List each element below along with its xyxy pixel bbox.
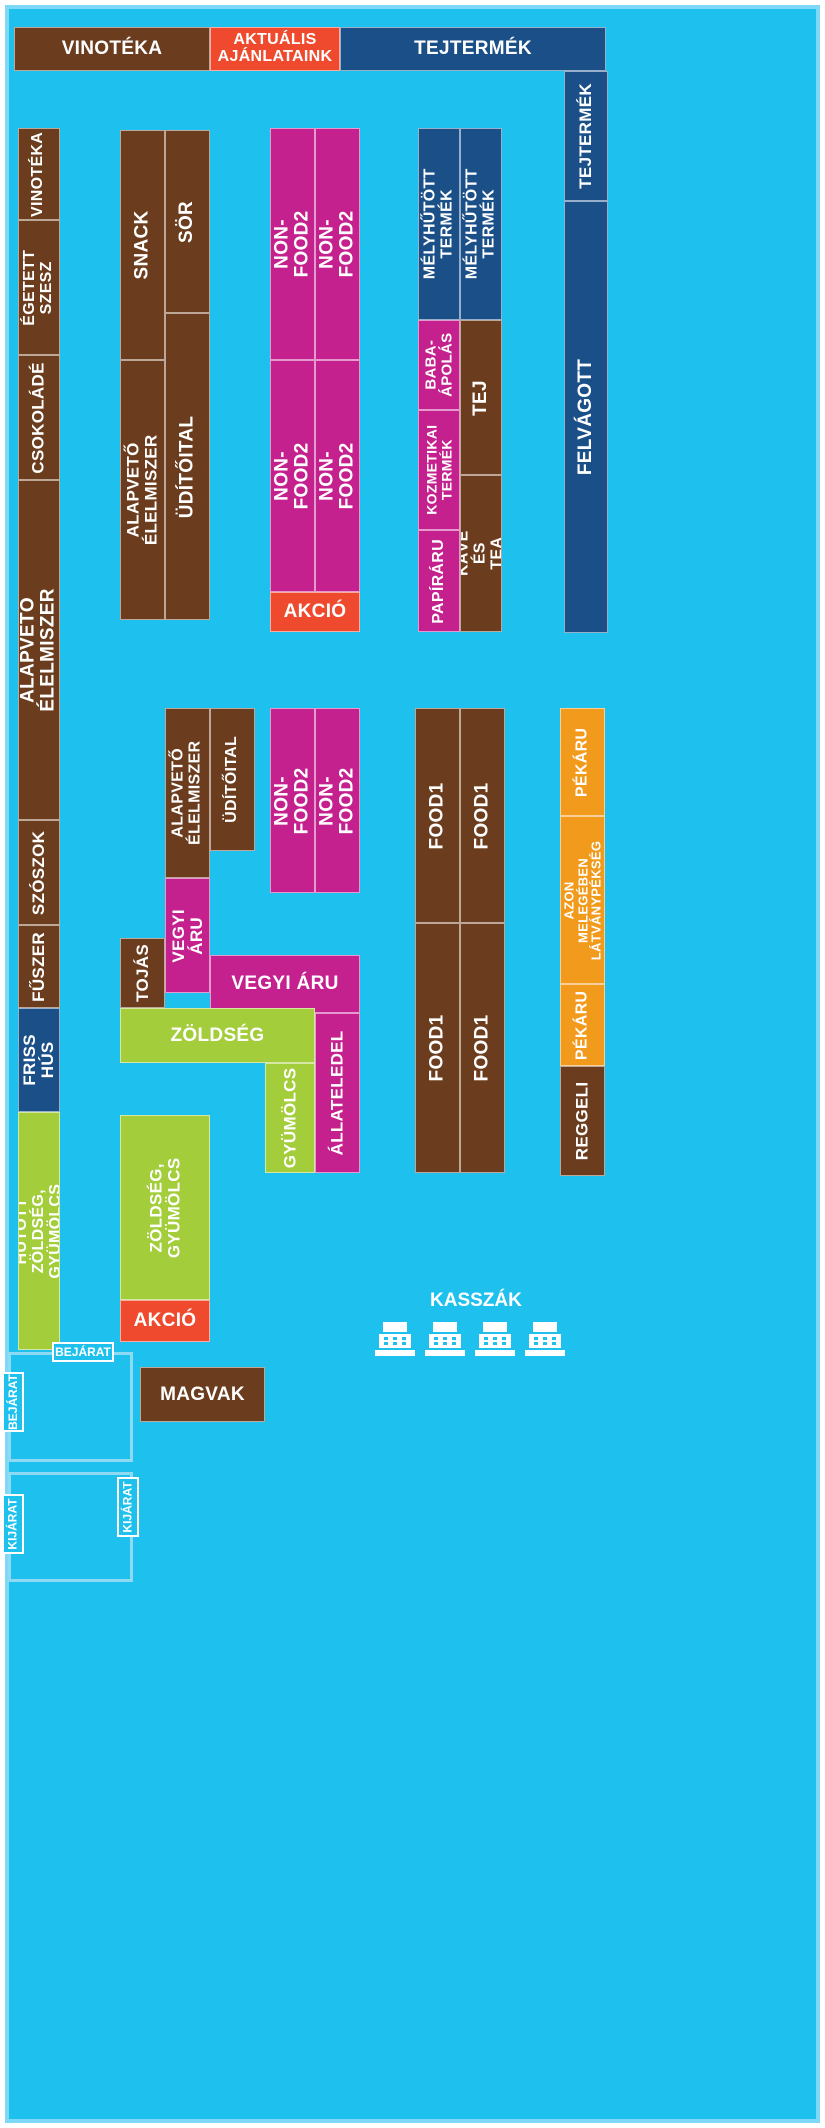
aisle-babaapolas: BABA- ÁPOLÁS <box>418 320 460 410</box>
aisle-vinoteka-top: VINOTÉKA <box>14 27 210 71</box>
aisle-uditoital-d: ÜDÍTŐITAL <box>210 708 255 851</box>
aisle-kave-es-tea: KÁVÉ ÉS TEA <box>460 475 502 632</box>
bejarat-door[interactable]: BEJÁRAT <box>52 1342 114 1362</box>
aisle-hutott-zoldseg: HŰTÖTT ZÖLDSÉG, GYÜMÖLCS <box>18 1112 60 1350</box>
aisle-food-g3: FOOD1 <box>415 923 460 1173</box>
aisle-friss-hus: FRISS HÚS <box>18 1008 60 1112</box>
aisle-aktualis-ajanlataink: AKTUÁLIS AJÁNLATAINK <box>210 27 340 71</box>
aisle-alapveto-a: ALAPVETŐ ÉLELMISZER <box>120 360 165 620</box>
aisle-uditoital-a: ÜDÍTŐITAL <box>165 313 210 620</box>
aisle-food-g4: FOOD1 <box>460 923 505 1173</box>
bejarat-door-side[interactable]: BEJÁRAT <box>2 1372 24 1432</box>
aisle-gyumolcs: GYÜMÖLCS <box>265 1063 315 1173</box>
kijarat-door-side[interactable]: KIJÁRAT <box>2 1494 24 1554</box>
kasszak-label: KASSZÁK <box>430 1290 522 1311</box>
aisle-reggeli: REGGELI <box>560 1066 605 1176</box>
aisle-tejtermek-right: TEJTERMÉK <box>564 71 608 201</box>
aisle-akcio-e: AKCIÓ <box>120 1300 210 1342</box>
aisle-szoszok: SZÓSZOK <box>18 820 60 925</box>
aisle-nonfood-b2: NON-FOOD2 <box>315 128 360 360</box>
kijarat-door-inner[interactable]: KIJÁRAT <box>117 1477 139 1537</box>
aisle-tejtermek-top: TEJTERMÉK <box>340 27 606 71</box>
aisle-pekaru-2: PÉKÁRU <box>560 984 605 1066</box>
aisle-nonfood-b4: NON-FOOD2 <box>315 360 360 592</box>
aisle-fuszer: FŰSZER <box>18 925 60 1008</box>
aisle-snack: SNACK <box>120 130 165 360</box>
aisle-tej: TEJ <box>460 320 502 475</box>
aisle-papiraru: PAPÍRÁRU <box>418 530 460 632</box>
aisle-nonfood-b3: NON-FOOD2 <box>270 360 315 592</box>
aisle-sor: SÖR <box>165 130 210 313</box>
aisle-melyhutott-2: MÉLYHŰTÖTT TERMÉK <box>460 128 502 320</box>
aisle-tojas: TOJÁS <box>120 938 165 1008</box>
cash-register-icon <box>375 1322 415 1356</box>
aisle-kozmetikai: KOZMETIKAI TERMÉK <box>418 410 460 530</box>
aisle-food-g1: FOOD1 <box>415 708 460 923</box>
cash-register-icon <box>425 1322 465 1356</box>
exit-wall <box>8 1472 133 1582</box>
aisle-alapveto-d: ALAPVETŐ ÉLELMISZER <box>165 708 210 878</box>
aisle-magvak: MAGVAK <box>140 1367 265 1422</box>
aisle-csokolade: CSOKOLÁDÉ <box>18 355 60 480</box>
aisle-vegyi-aru-d1: VEGYI ÁRU <box>165 878 210 993</box>
aisle-nonfood-f2: NON-FOOD2 <box>315 708 360 893</box>
aisle-zoldseg-d: ZÖLDSÉG <box>120 1008 315 1063</box>
aisle-felvagott: FELVÁGOTT <box>564 201 608 633</box>
aisle-melyhutott-1: MÉLYHŰTÖTT TERMÉK <box>418 128 460 320</box>
aisle-vegyi-aru-d2: VEGYI ÁRU <box>210 955 360 1013</box>
cash-register-icon <box>525 1322 565 1356</box>
aisle-egetett-szesz: ÉGETETT SZESZ <box>18 220 60 355</box>
aisle-food-g2: FOOD1 <box>460 708 505 923</box>
aisle-allateledel: ÁLLATELEDEL <box>315 1013 360 1173</box>
aisle-nonfood-b1: NON-FOOD2 <box>270 128 315 360</box>
aisle-nonfood-f1: NON-FOOD2 <box>270 708 315 893</box>
aisle-zoldseg-gyumolcs: ZÖLDSÉG, GYÜMÖLCS <box>120 1115 210 1300</box>
aisle-akcio-b: AKCIÓ <box>270 592 360 632</box>
aisle-alapveto-left: ALAPVETŐ ÉLELMISZER <box>18 480 60 820</box>
aisle-vinoteka-left: VINOTÉKA <box>18 128 60 220</box>
aisle-pekaru-1: PÉKÁRU <box>560 708 605 816</box>
aisle-latvanypekseg: AZON MELEGÉBEN LÁTVÁNYPÉKSÉG <box>560 816 605 984</box>
cash-register-icon <box>475 1322 515 1356</box>
entrance-wall <box>8 1352 133 1462</box>
